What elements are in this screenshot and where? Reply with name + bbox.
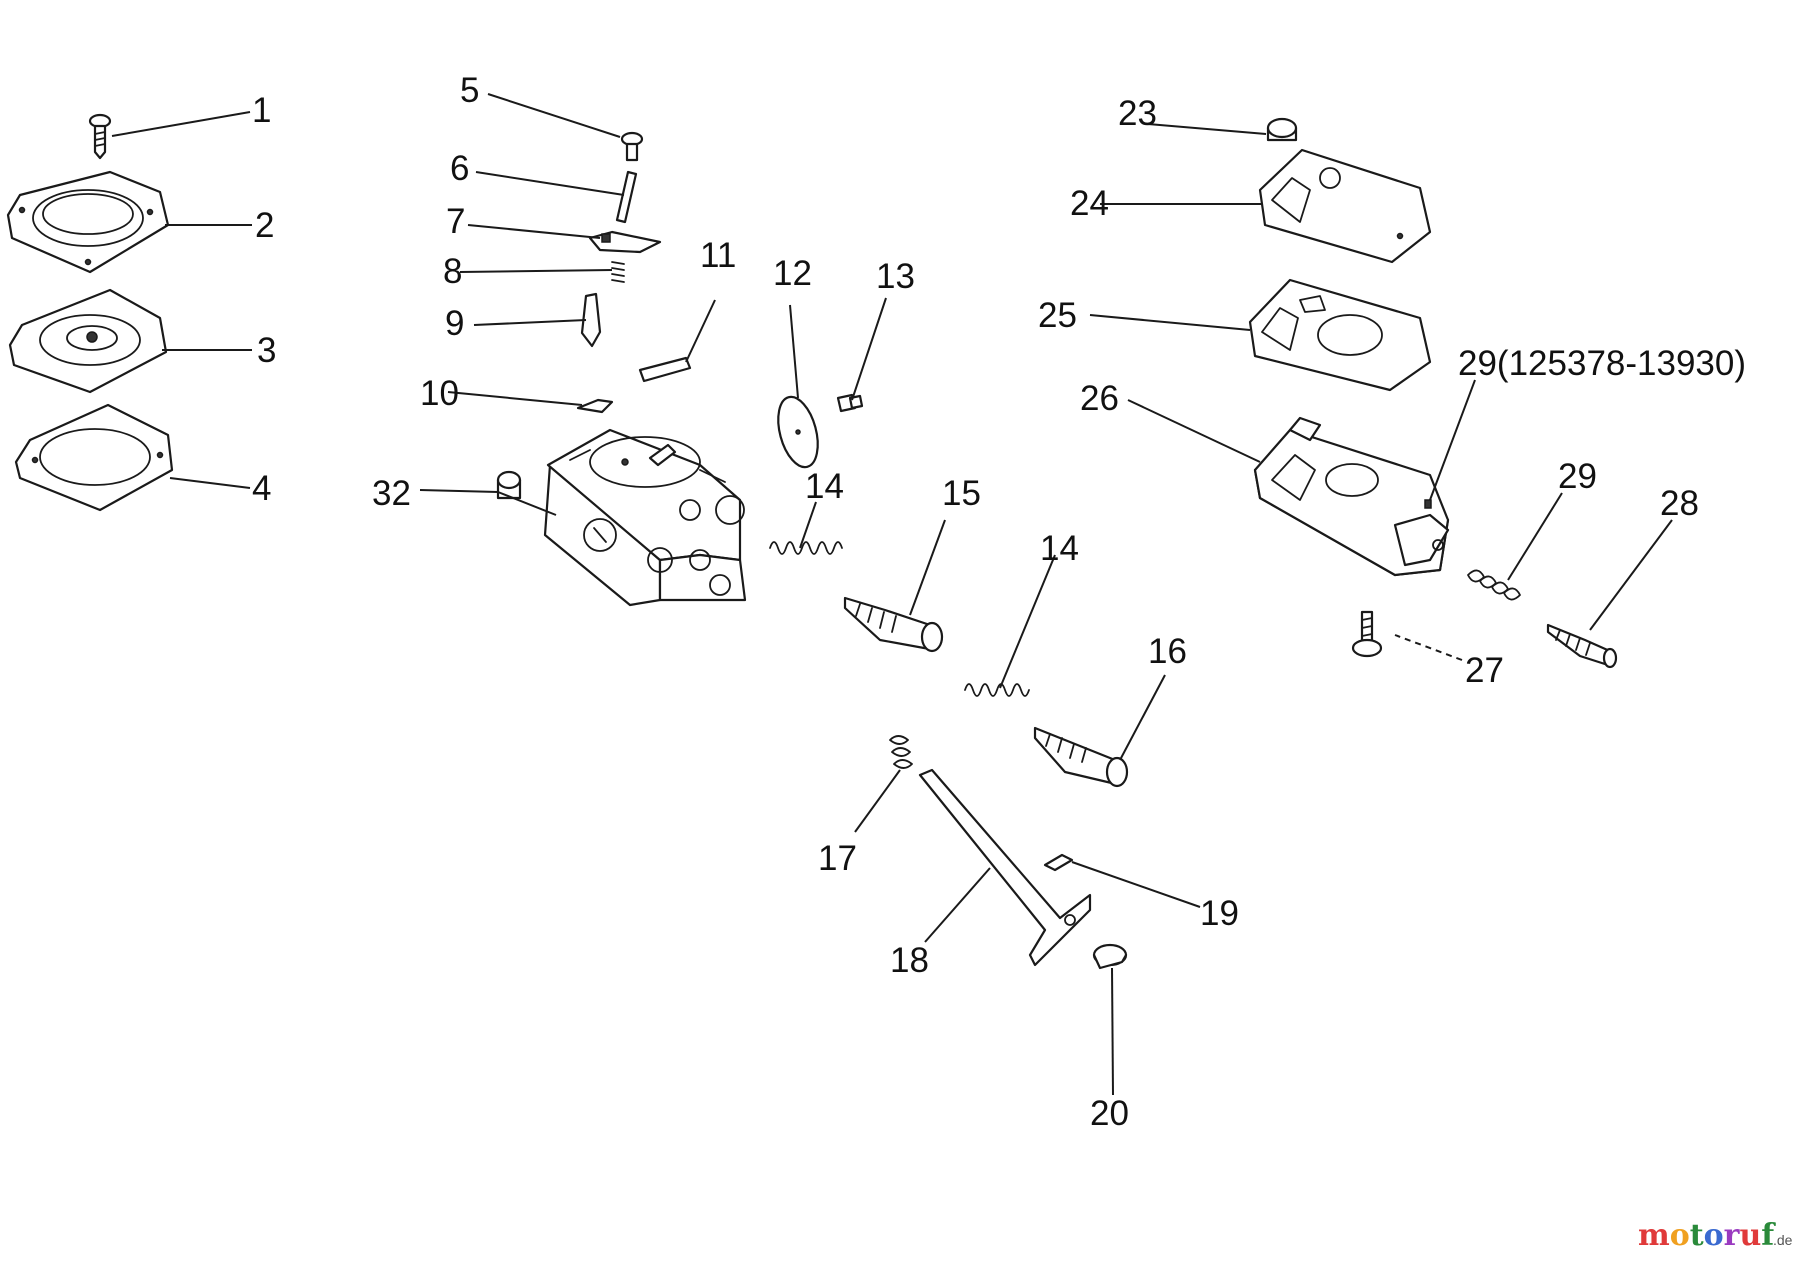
callout-18: 18 [890, 941, 929, 980]
part-16-needle-screw [1033, 726, 1129, 788]
part-14-spring-lower [964, 683, 1030, 697]
callout-25: 25 [1038, 296, 1077, 335]
callout-3: 3 [257, 331, 276, 370]
part-10-clip [576, 398, 614, 414]
callout-5: 5 [460, 71, 479, 110]
callout-12: 12 [773, 254, 812, 293]
leader-lines [111, 93, 1673, 1096]
callout-29: 29 [1558, 457, 1597, 496]
part-26-metering-cover [1253, 416, 1450, 577]
part-11-plug [638, 356, 692, 383]
callout-11: 11 [700, 236, 736, 275]
callout-13: 13 [876, 257, 915, 296]
callout-32: 32 [372, 474, 411, 513]
callout-23: 23 [1118, 94, 1157, 133]
part-2-pump-cover [6, 170, 170, 274]
part-28-needle-screw [1546, 623, 1618, 669]
part-25-diaphragm [1248, 278, 1432, 392]
callout-9: 9 [445, 304, 464, 343]
callout-2: 2 [255, 206, 274, 245]
part-6-pin [615, 170, 638, 224]
part-27-screw [1351, 610, 1383, 658]
part-1-screw [88, 113, 112, 160]
part-4-gasket [14, 403, 174, 512]
watermark-text: motoruf [1638, 1218, 1776, 1253]
callout-10: 10 [420, 374, 459, 413]
part-5-screw [620, 131, 644, 162]
callout-17: 17 [818, 839, 857, 878]
callout-28: 28 [1660, 484, 1699, 523]
part-9-needle [580, 292, 602, 348]
callout-29-with-partnumber: 29(125378-13930) [1458, 344, 1746, 383]
callout-14-lower: 14 [1040, 529, 1079, 568]
part-7-lever [588, 230, 662, 254]
part-23-cap [1266, 117, 1298, 142]
callout-24: 24 [1070, 184, 1109, 223]
part-14-spring-upper [769, 541, 843, 555]
carburetor-body [543, 428, 747, 607]
part-20-collar [1092, 943, 1128, 970]
part-15-needle-screw [843, 596, 944, 653]
callout-15: 15 [942, 474, 981, 513]
part-8-spring [611, 261, 625, 283]
callout-6: 6 [450, 149, 469, 188]
callout-7: 7 [446, 202, 465, 241]
part-17-spring [889, 735, 913, 769]
callout-19: 19 [1200, 894, 1239, 933]
motoruf-watermark-logo: motoruf .de [1638, 1218, 1793, 1253]
callout-26: 26 [1080, 379, 1119, 418]
callout-14-upper: 14 [805, 467, 844, 506]
part-13-screw [836, 393, 864, 413]
callout-20: 20 [1090, 1094, 1129, 1133]
callout-labels: 1 2 3 4 5 6 7 8 9 10 11 12 13 32 14 15 1… [252, 71, 1746, 1133]
callout-1: 1 [252, 91, 271, 130]
part-29-spring-right [1467, 569, 1521, 601]
part-19-clip [1043, 853, 1074, 872]
callout-4: 4 [252, 469, 271, 508]
part-12-throttle-plate [777, 395, 819, 469]
watermark-suffix: .de [1773, 1232, 1793, 1248]
part-3-diaphragm [8, 288, 168, 394]
part-24-gasket [1258, 148, 1432, 264]
callout-8: 8 [443, 252, 462, 291]
callout-16: 16 [1148, 632, 1187, 671]
callout-27: 27 [1465, 651, 1504, 690]
part-18-throttle-shaft [918, 768, 1092, 967]
